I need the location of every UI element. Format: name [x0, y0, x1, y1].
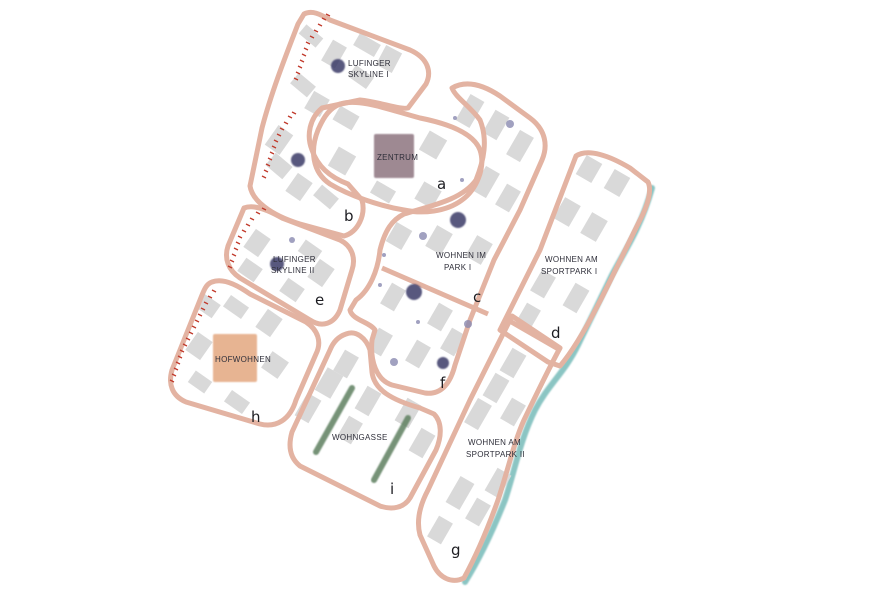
letter-i: i	[390, 480, 394, 498]
area-labels: LUFINGER SKYLINE I ZENTRUM WOHNEN IM PAR…	[215, 59, 598, 459]
hedge-right	[371, 415, 411, 483]
letter-e: e	[315, 291, 324, 309]
buildings	[185, 24, 631, 545]
label-lufinger-skyline-2-line1: LUFINGER	[273, 255, 316, 264]
hedge-left	[313, 385, 355, 455]
label-wohnen-am-sportpark-1-line2: SPORTPARK I	[541, 267, 597, 276]
letter-c: c	[473, 288, 481, 306]
area-outlines	[168, 9, 653, 583]
label-lufinger-skyline-2-line2: SKYLINE II	[271, 266, 314, 275]
label-wohnen-am-sportpark-2-line1: WOHNEN AM	[468, 438, 521, 447]
letter-f: f	[440, 374, 446, 392]
label-lufinger-skyline-1-line1: LUFINGER	[348, 59, 391, 68]
letter-d: d	[551, 324, 561, 342]
hofwohnen-courtyard	[213, 334, 257, 382]
letter-a: a	[437, 175, 446, 193]
label-wohnen-am-sportpark-1-line1: WOHNEN AM	[545, 255, 598, 264]
letter-b: b	[344, 207, 354, 225]
label-zentrum: ZENTRUM	[377, 153, 418, 162]
label-lufinger-skyline-1-line2: SKYLINE I	[348, 70, 389, 79]
zentrum-square	[374, 134, 414, 178]
label-wohnen-im-park-1-line1: WOHNEN IM	[436, 251, 486, 260]
label-wohnen-im-park-1-line2: PARK I	[444, 263, 471, 272]
letter-g: g	[451, 541, 461, 559]
trees	[270, 59, 514, 369]
label-hofwohnen: HOFWOHNEN	[215, 355, 271, 364]
label-wohnen-am-sportpark-2-line2: SPORTPARK II	[466, 450, 525, 459]
area-letters: a b c d e f g h i	[251, 175, 561, 559]
letter-h: h	[251, 408, 261, 426]
hatch-lines	[169, 13, 331, 383]
label-wohngasse: WOHNGASSE	[332, 433, 388, 442]
